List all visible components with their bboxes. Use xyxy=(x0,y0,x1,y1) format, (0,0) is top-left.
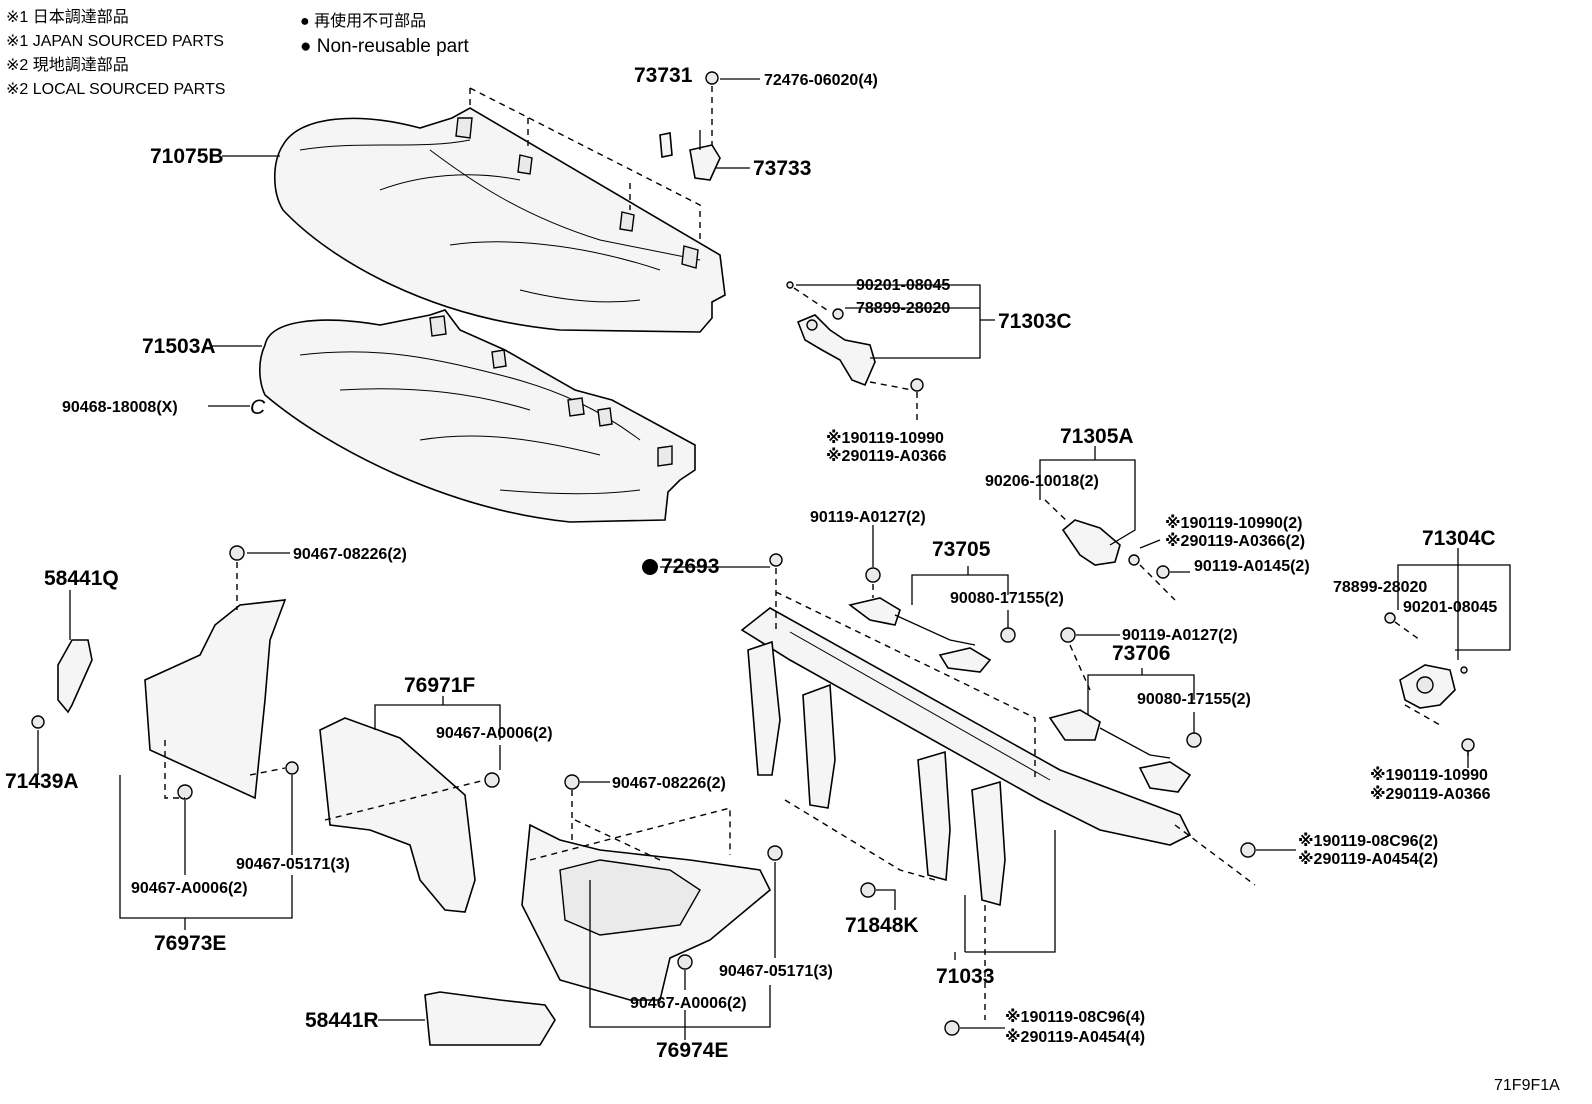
legend-line-3: ※2 現地調達部品 xyxy=(6,56,129,74)
seat-back-dashes xyxy=(469,87,701,242)
bracket-58441Q xyxy=(31,639,93,729)
label-1-10990a: ※190119-10990 xyxy=(826,429,944,447)
legend-line-4: ※2 LOCAL SOURCED PARTS xyxy=(6,81,225,98)
seat-frame-71033 xyxy=(740,553,1256,1036)
legend-line-2: ※1 JAPAN SOURCED PARTS xyxy=(6,33,224,50)
legend-line-5: ● 再使用不可部品 xyxy=(300,12,426,30)
part-labels: 73731 72476-06020(4) 73733 71075B 90201-… xyxy=(5,64,1560,1094)
label-71503A: 71503A xyxy=(142,335,216,358)
legend-line-6: ● Non-reusable part xyxy=(300,36,470,57)
label-90467-08226a: 90467-08226(2) xyxy=(293,546,407,563)
label-2-A0366b: ※290119-A0366(2) xyxy=(1165,532,1305,550)
label-90468: 90468-18008(X) xyxy=(62,399,178,416)
side-trim-76973E xyxy=(144,545,299,800)
seat-back-cover xyxy=(274,107,726,333)
label-90467-08226b: 90467-08226(2) xyxy=(612,775,726,792)
label-73706: 73706 xyxy=(1112,642,1170,665)
legend-line-1: ※1 日本調達部品 xyxy=(6,8,129,26)
label-90467-05171a: 90467-05171(3) xyxy=(236,856,350,873)
label-72476: 72476-06020(4) xyxy=(764,72,878,89)
hinge-71304C xyxy=(1384,612,1475,760)
diagram-code: 71F9F1A xyxy=(1494,1077,1560,1094)
label-90467-A0006c: 90467-A0006(2) xyxy=(630,995,747,1012)
label-90206: 90206-10018(2) xyxy=(985,473,1099,490)
label-73731: 73731 xyxy=(634,64,693,87)
label-90467-05171b: 90467-05171(3) xyxy=(719,963,833,980)
label-90201b: 90201-08045 xyxy=(1403,599,1497,616)
label-90119-A0127a: 90119-A0127(2) xyxy=(810,509,926,526)
label-71305A: 71305A xyxy=(1060,425,1134,448)
label-2-A0454b: ※290119-A0454(4) xyxy=(1005,1028,1145,1046)
label-1-10990b: ※190119-10990(2) xyxy=(1165,514,1302,532)
label-71303C: 71303C xyxy=(998,310,1072,333)
side-trim-76974E xyxy=(521,774,783,1001)
label-73705: 73705 xyxy=(932,538,991,561)
label-90119-A0127b: 90119-A0127(2) xyxy=(1122,627,1238,644)
label-76971F: 76971F xyxy=(404,674,475,697)
leader-lines xyxy=(37,78,1511,1040)
legend: ※1 日本調達部品 ※1 JAPAN SOURCED PARTS ※2 現地調達… xyxy=(6,8,470,98)
label-90119-A0145: 90119-A0145(2) xyxy=(1194,558,1310,575)
hinge-71303C xyxy=(786,281,924,420)
label-71075B: 71075B xyxy=(150,145,224,168)
label-71304C: 71304C xyxy=(1422,527,1496,550)
label-72693: 72693 xyxy=(661,555,719,578)
label-71848K: 71848K xyxy=(845,914,919,937)
label-90468-c: C xyxy=(250,396,266,419)
label-90080a: 90080-17155(2) xyxy=(950,590,1064,607)
label-2-A0454a: ※290119-A0454(2) xyxy=(1298,850,1438,868)
label-78899a: 78899-28020 xyxy=(856,300,950,317)
label-58441Q: 58441Q xyxy=(44,567,119,590)
label-1-08C96b: ※190119-08C96(4) xyxy=(1005,1008,1145,1026)
label-76974E: 76974E xyxy=(656,1039,728,1062)
non-reusable-bullet-icon xyxy=(642,559,658,575)
label-1-08C96a: ※190119-08C96(2) xyxy=(1298,832,1438,850)
side-trim-76971F xyxy=(319,717,500,913)
lock-73705 xyxy=(848,584,1016,673)
label-73733: 73733 xyxy=(753,157,811,180)
label-78899b: 78899-28020 xyxy=(1333,579,1427,596)
label-58441R: 58441R xyxy=(305,1009,379,1032)
label-90467-A0006a: 90467-A0006(2) xyxy=(436,725,553,742)
label-71033: 71033 xyxy=(936,965,994,988)
seat-cushion-pad xyxy=(258,309,696,523)
bracket-73733 xyxy=(659,71,721,181)
label-90467-A0006b: 90467-A0006(2) xyxy=(131,880,248,897)
label-76973E: 76973E xyxy=(154,932,226,955)
label-90201a: 90201-08045 xyxy=(856,277,950,294)
lock-73706 xyxy=(1048,709,1202,793)
label-71439A: 71439A xyxy=(5,770,79,793)
label-1-10990c: ※190119-10990 xyxy=(1370,766,1488,784)
label-90080b: 90080-17155(2) xyxy=(1137,691,1251,708)
hinge-71305A xyxy=(1044,499,1176,601)
cover-58441R xyxy=(424,991,556,1046)
label-2-A0366a: ※290119-A0366 xyxy=(826,447,947,465)
label-2-A0366c: ※290119-A0366 xyxy=(1370,785,1491,803)
